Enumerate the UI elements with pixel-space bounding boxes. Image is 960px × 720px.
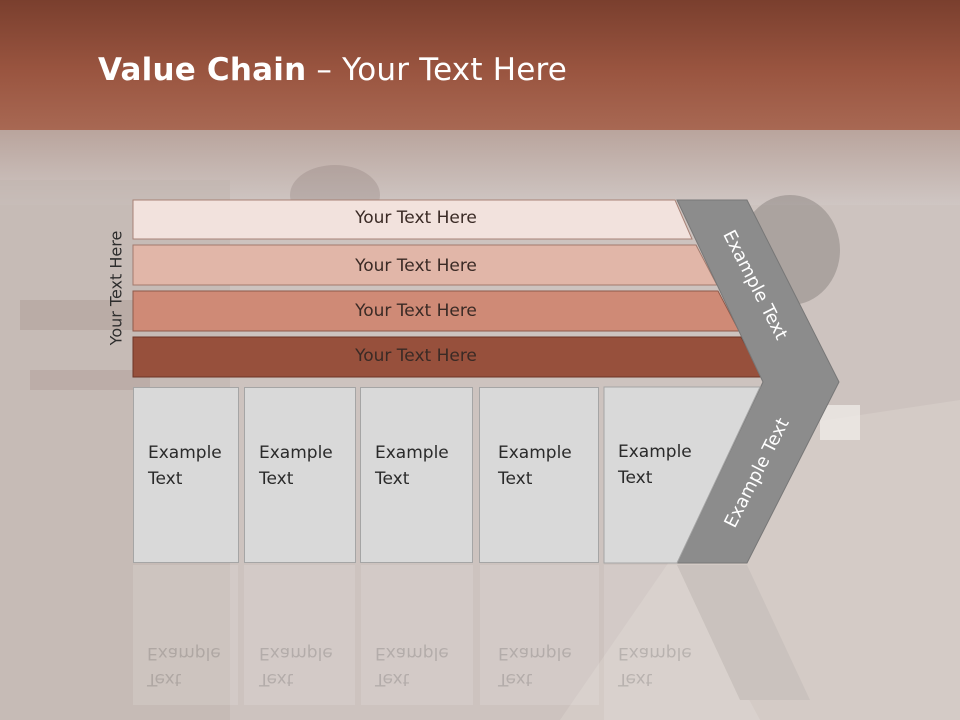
box-5-shape [603,386,761,564]
reflection [133,565,810,720]
band-4-label: Your Text Here [355,346,477,366]
band-1 [132,199,693,240]
title-rest: – Your Text Here [306,52,568,88]
title-bold: Value Chain [98,52,307,88]
chevron-shape [676,199,840,564]
page-title: Value Chain – Your Text Here [98,52,567,88]
band-3-label: Your Text Here [355,301,477,321]
side-label: Your Text Here [106,230,126,346]
band-2-label: Your Text Here [355,256,477,276]
band-1-label: Your Text Here [355,208,477,228]
